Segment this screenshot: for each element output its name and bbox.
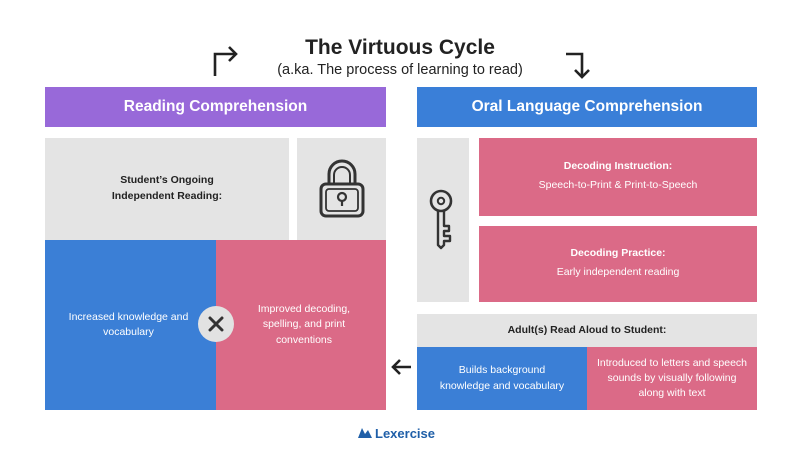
- reading-comprehension-header: Reading Comprehension: [45, 87, 386, 127]
- background-knowledge-box: Builds background knowledge and vocabula…: [417, 347, 587, 410]
- reading-comprehension-title: Reading Comprehension: [123, 98, 308, 115]
- read-aloud-label: Adult(s) Read Aloud to Student:: [507, 323, 667, 336]
- lexercise-logo: Lexercise: [357, 424, 447, 442]
- key-panel: [417, 138, 469, 302]
- decoding-instruction-box: Decoding Instruction: Speech-to-Print & …: [479, 138, 757, 216]
- decoding-instruction-title: Decoding Instruction:: [563, 160, 673, 173]
- read-aloud-box: Adult(s) Read Aloud to Student:: [417, 314, 757, 347]
- oral-language-title: Oral Language Comprehension: [471, 98, 703, 115]
- lock-icon: [319, 159, 364, 218]
- letters-sounds-box: Introduced to letters and speech sounds …: [587, 347, 757, 410]
- knowledge-box: Increased knowledge and vocabulary: [45, 240, 216, 410]
- lock-panel: [297, 138, 386, 240]
- decoding-practice-text: Early independent reading: [556, 266, 680, 279]
- letters-sounds-text: Introduced to letters and speech sounds …: [597, 356, 748, 400]
- key-icon: [429, 189, 453, 250]
- decoding-instruction-text: Speech-to-Print & Print-to-Speech: [538, 179, 698, 192]
- decoding-practice-title: Decoding Practice:: [570, 247, 666, 260]
- decoding-text: Improved decoding, spelling, and print c…: [257, 303, 351, 346]
- independent-reading-box: Student’s Ongoing Independent Reading:: [45, 138, 289, 240]
- lexercise-logo-icon: [358, 428, 372, 438]
- decoding-box: Improved decoding, spelling, and print c…: [216, 240, 386, 410]
- multiply-badge: [198, 306, 234, 342]
- multiply-icon: [208, 316, 224, 332]
- cycle-arrow-right-down-icon: [566, 52, 590, 79]
- arrow-left-icon: [391, 359, 411, 375]
- decoding-practice-box: Decoding Practice: Early independent rea…: [479, 226, 757, 302]
- background-knowledge-text: Builds background knowledge and vocabula…: [439, 364, 565, 392]
- diagram-subtitle: (a.ka. The process of learning to read): [277, 62, 523, 78]
- lexercise-logo-text: Lexercise: [375, 425, 435, 441]
- oral-language-header: Oral Language Comprehension: [417, 87, 757, 127]
- diagram-title: The Virtuous Cycle: [305, 36, 495, 59]
- cycle-arrow-up-right-icon: [213, 46, 238, 76]
- independent-reading-label: Student’s Ongoing Independent Reading:: [111, 174, 223, 202]
- knowledge-text: Increased knowledge and vocabulary: [68, 310, 189, 338]
